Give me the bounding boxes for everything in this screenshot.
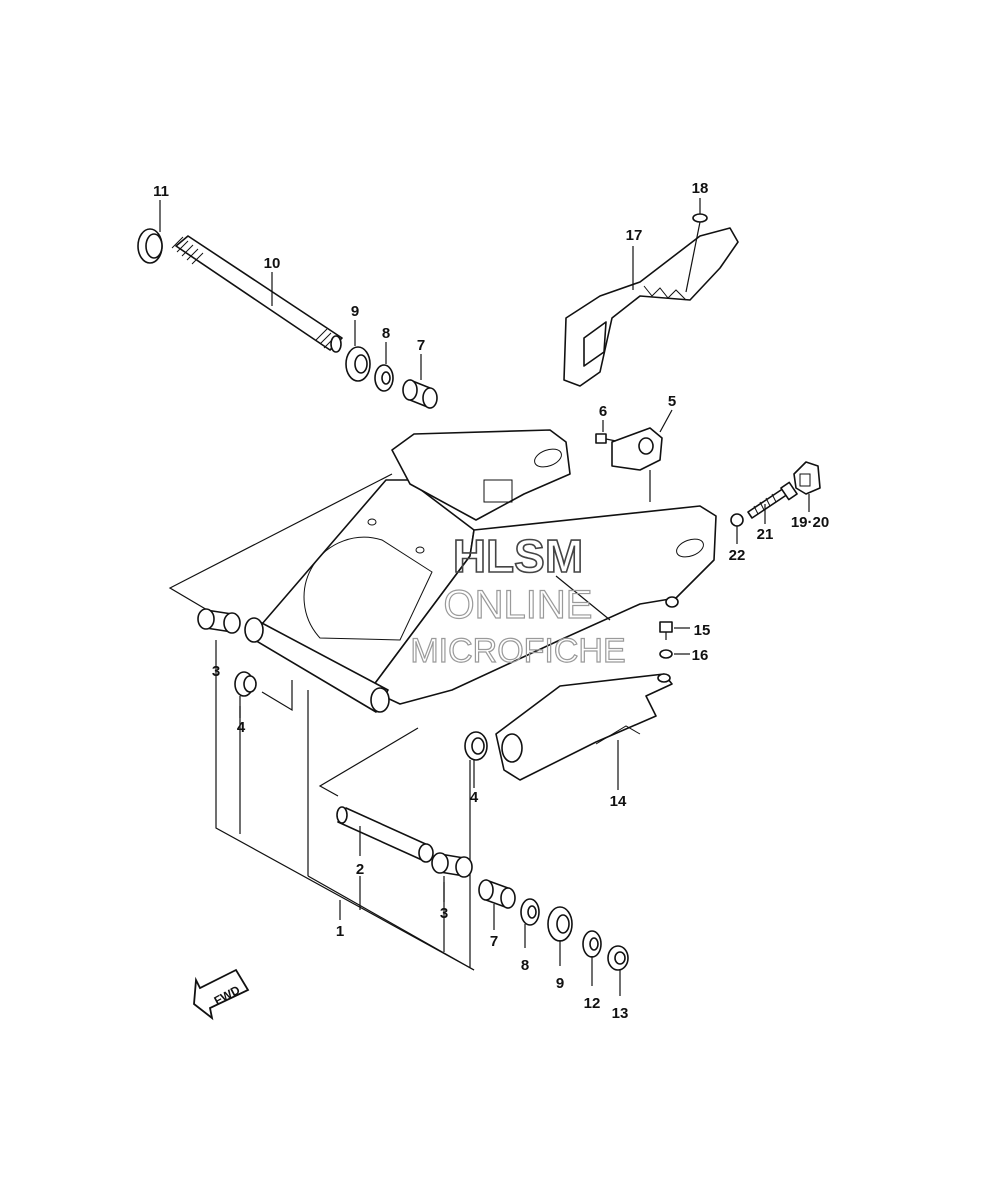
callout-21: 21 [757,526,774,543]
callout-16: 16 [692,647,709,664]
callout-4-left: 4 [237,719,246,736]
part-12-washer [582,930,602,986]
part-10-pivot-shaft [171,235,343,353]
part-6-bolt [595,420,617,444]
callout-7-top: 7 [417,337,425,354]
callout-9-bottom: 9 [556,975,564,992]
part-21-adjust-bolt [747,481,798,524]
callout-13: 13 [612,1005,629,1022]
watermark-line-2: ONLINE [444,583,593,627]
callout-7-bottom: 7 [490,933,498,950]
part-11-nut [137,200,163,264]
watermark: HLSM ONLINE MICROFICHE [410,529,627,670]
part-5-bracket [611,409,673,502]
watermark-line-3: MICROFICHE [410,632,625,670]
fwd-arrow: FWD [193,968,250,1021]
part-9-seal-bottom [547,906,573,966]
part-13-nut [607,945,629,996]
callout-22: 22 [729,547,746,564]
part-15-bolt [659,621,690,640]
callout-labels: 11 10 9 8 7 18 17 6 5 19·20 21 22 15 16 … [153,180,829,1022]
callout-8-top: 8 [382,325,390,342]
callout-1: 1 [336,923,344,940]
callout-3-bottom: 3 [440,905,448,922]
callout-12: 12 [584,995,601,1012]
part-17-chain-case [563,227,739,387]
part-3-bearing-top [197,608,241,662]
part-7-bushing-top [402,354,438,409]
part-8-washer-bottom [520,898,540,948]
part-14-chain-guide [495,673,673,790]
part-1-swingarm [244,429,717,971]
part-4-bearing-left [234,671,257,718]
callout-3-top: 3 [212,663,220,680]
callout-17: 17 [626,227,643,244]
callout-19-20: 19·20 [791,514,829,531]
callout-11: 11 [153,183,169,200]
callout-8-bottom: 8 [521,957,529,974]
watermark-line-1: HLSM [453,530,583,582]
callout-10: 10 [264,255,281,272]
part-22-nut [730,513,744,544]
part-19-20-adjuster [793,461,821,512]
part-16-nut [659,649,690,659]
callout-15: 15 [694,622,711,639]
part-7-bushing-bottom [478,879,516,930]
callout-5: 5 [668,393,676,410]
part-9-seal-top [345,320,371,382]
part-18-screw [685,198,708,293]
callout-14: 14 [610,793,627,810]
part-4-bearing-right [464,731,488,788]
part-2-spacer [336,806,434,863]
part-3-bearing-bottom [431,852,473,902]
callout-4-right: 4 [470,789,479,806]
part-8-washer-top [374,342,394,392]
callout-9-top: 9 [351,303,359,320]
callout-2: 2 [356,861,364,878]
callout-6: 6 [599,403,607,420]
callout-18: 18 [692,180,709,197]
